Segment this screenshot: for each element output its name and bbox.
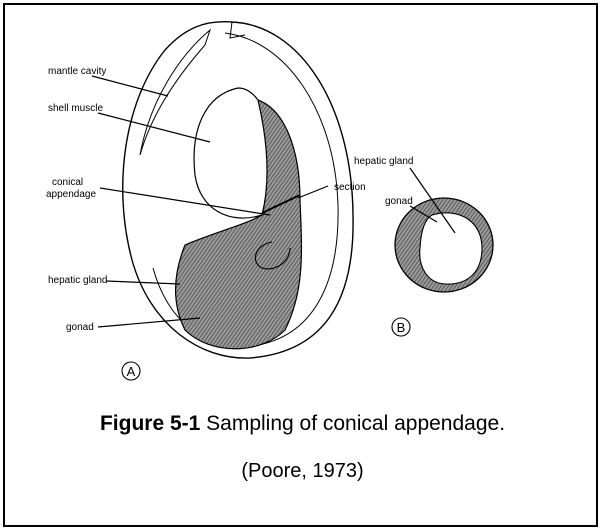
figure-caption-text: Sampling of conical appendage. xyxy=(200,412,505,435)
part-b-marker: B xyxy=(397,320,406,335)
label-hepatic-gland-b: hepatic gland xyxy=(354,156,414,167)
label-mantle-cavity: mantle cavity xyxy=(48,66,106,77)
figure-caption: Figure 5-1 Sampling of conical appendage… xyxy=(0,412,605,436)
figure-number: Figure 5-1 xyxy=(100,412,200,435)
label-hepatic-gland-a: hepatic gland xyxy=(48,275,108,286)
part-a-marker: A xyxy=(127,364,136,379)
label-conical-line1: conical xyxy=(52,177,83,188)
figure-citation: (Poore, 1973) xyxy=(0,460,605,483)
label-conical-line2: appendage xyxy=(46,189,96,200)
section-hepatic-core xyxy=(420,213,482,284)
label-gonad-a: gonad xyxy=(66,322,94,333)
label-gonad-b: gonad xyxy=(385,196,413,207)
label-shell-muscle: shell muscle xyxy=(48,103,103,114)
label-section: section xyxy=(334,182,366,193)
